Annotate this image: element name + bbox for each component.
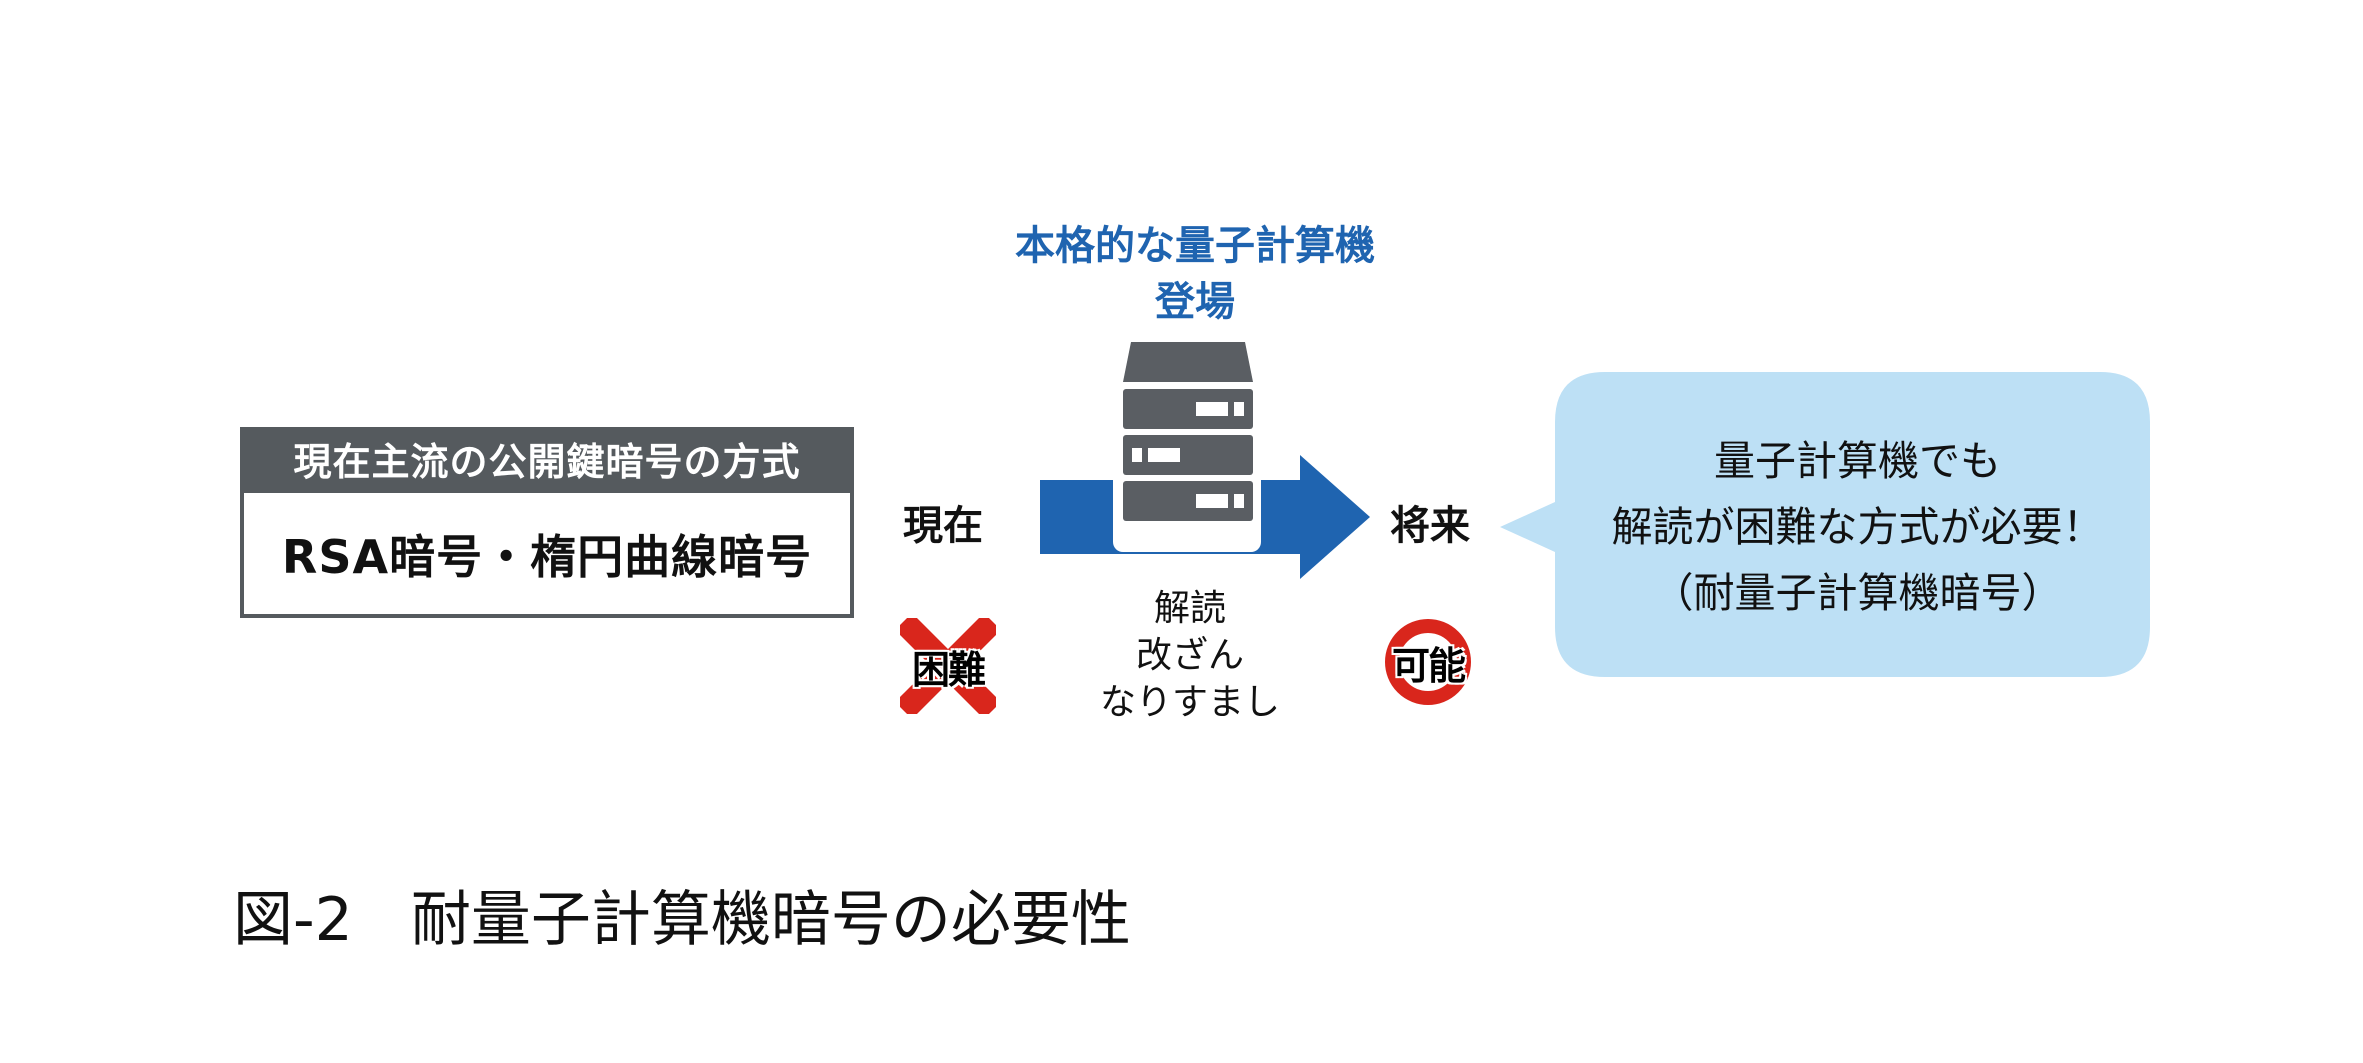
cross-icon (895, 613, 1001, 719)
badge-difficult-text: 困難 (911, 647, 986, 692)
current-crypto-methods: RSA暗号・楕円曲線暗号 (281, 529, 813, 584)
quantum-computer-heading-line1: 本格的な量子計算機 (1015, 223, 1375, 269)
badge-difficult: 困難 (895, 613, 1001, 719)
attack-list: 解読 改ざん なりすまし (1080, 585, 1300, 726)
current-crypto-box: 現在主流の公開鍵暗号の方式 RSA暗号・楕円曲線暗号 (240, 427, 854, 618)
transition-graphic (1040, 342, 1370, 579)
bubble-line-2: 解読が困難な方式が必要！ (1611, 503, 2104, 551)
circle-icon (1385, 619, 1471, 705)
badge-possible-text: 可能 (1391, 643, 1466, 688)
speech-bubble-text: 量子計算機でも 解読が困難な方式が必要！ （耐量子計算機暗号） (1555, 428, 2160, 626)
attack-item-decryption: 解読 (1153, 588, 1226, 629)
bubble-line-3: （耐量子計算機暗号） (1652, 569, 2063, 617)
quantum-computer-heading: 本格的な量子計算機 登場 (960, 218, 1430, 330)
figure-caption: 図-2 耐量子計算機暗号の必要性 (233, 880, 1131, 960)
server-icon (1113, 342, 1261, 552)
figure-number: 図-2 (233, 885, 353, 955)
bubble-line-1: 量子計算機でも (1714, 437, 2001, 485)
current-crypto-header: 現在主流の公開鍵暗号の方式 (244, 431, 850, 493)
figure-title: 耐量子計算機暗号の必要性 (410, 885, 1131, 955)
attack-item-tampering: 改ざん (1135, 635, 1244, 676)
badge-possible: 可能 (1383, 617, 1473, 707)
quantum-computer-heading-line2: 登場 (1155, 279, 1235, 325)
attack-item-spoofing: なりすまし (1099, 682, 1280, 723)
speech-bubble (1500, 372, 2150, 677)
label-now: 現在 (903, 503, 983, 549)
label-future: 将来 (1390, 503, 1470, 549)
